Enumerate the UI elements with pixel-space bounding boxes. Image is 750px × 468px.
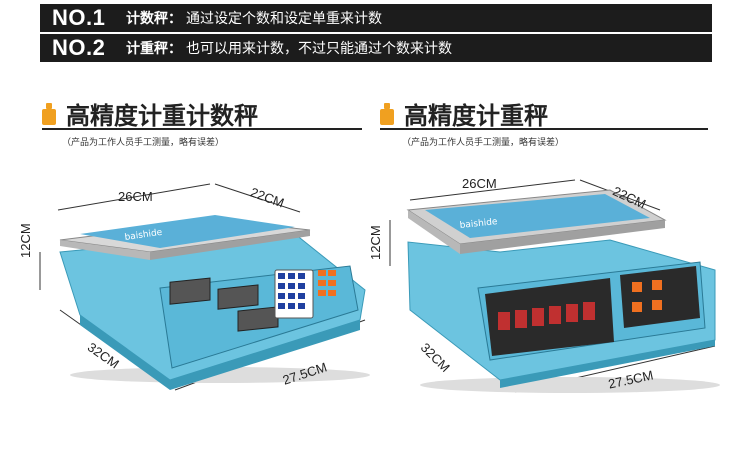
banner-text: 通过设定个数和设定单重来计数 (186, 11, 382, 27)
banner-no1: NO.1 计数秤： 通过设定个数和设定单重来计数 (40, 4, 712, 32)
dim-height: 12CM (368, 225, 383, 260)
right-section-title: 高精度计重秤 (380, 96, 548, 131)
banner-number: NO.2 (52, 35, 106, 60)
title-underline (42, 128, 362, 130)
banner-label: 计重秤： (126, 41, 182, 57)
weight-icon (380, 102, 394, 125)
left-section-title: 高精度计重计数秤 (42, 96, 258, 131)
counting-scale-image: baishide (39, 183, 370, 391)
svg-text:baishide: baishide (459, 217, 498, 231)
weight-icon (42, 102, 56, 125)
banner-label: 计数秤： (126, 11, 182, 27)
banner-no2: NO.2 计重秤： 也可以用来计数，不过只能通过个数来计数 (40, 34, 712, 62)
title-underline (380, 128, 708, 130)
dim-width: 26CM (118, 189, 153, 204)
banner-number: NO.1 (52, 5, 106, 30)
section-title-text: 高精度计重秤 (404, 102, 548, 130)
banner-text: 也可以用来计数，不过只能通过个数来计数 (186, 41, 452, 57)
section-title-text: 高精度计重计数秤 (66, 102, 258, 130)
weighing-scale-image: baishide (389, 179, 720, 393)
dim-width: 26CM (462, 176, 497, 191)
dim-height: 12CM (18, 223, 33, 258)
section-subtitle: （产品为工作人员手工测量，略有误差） (62, 138, 225, 148)
section-subtitle: （产品为工作人员手工测量，略有误差） (402, 138, 565, 148)
